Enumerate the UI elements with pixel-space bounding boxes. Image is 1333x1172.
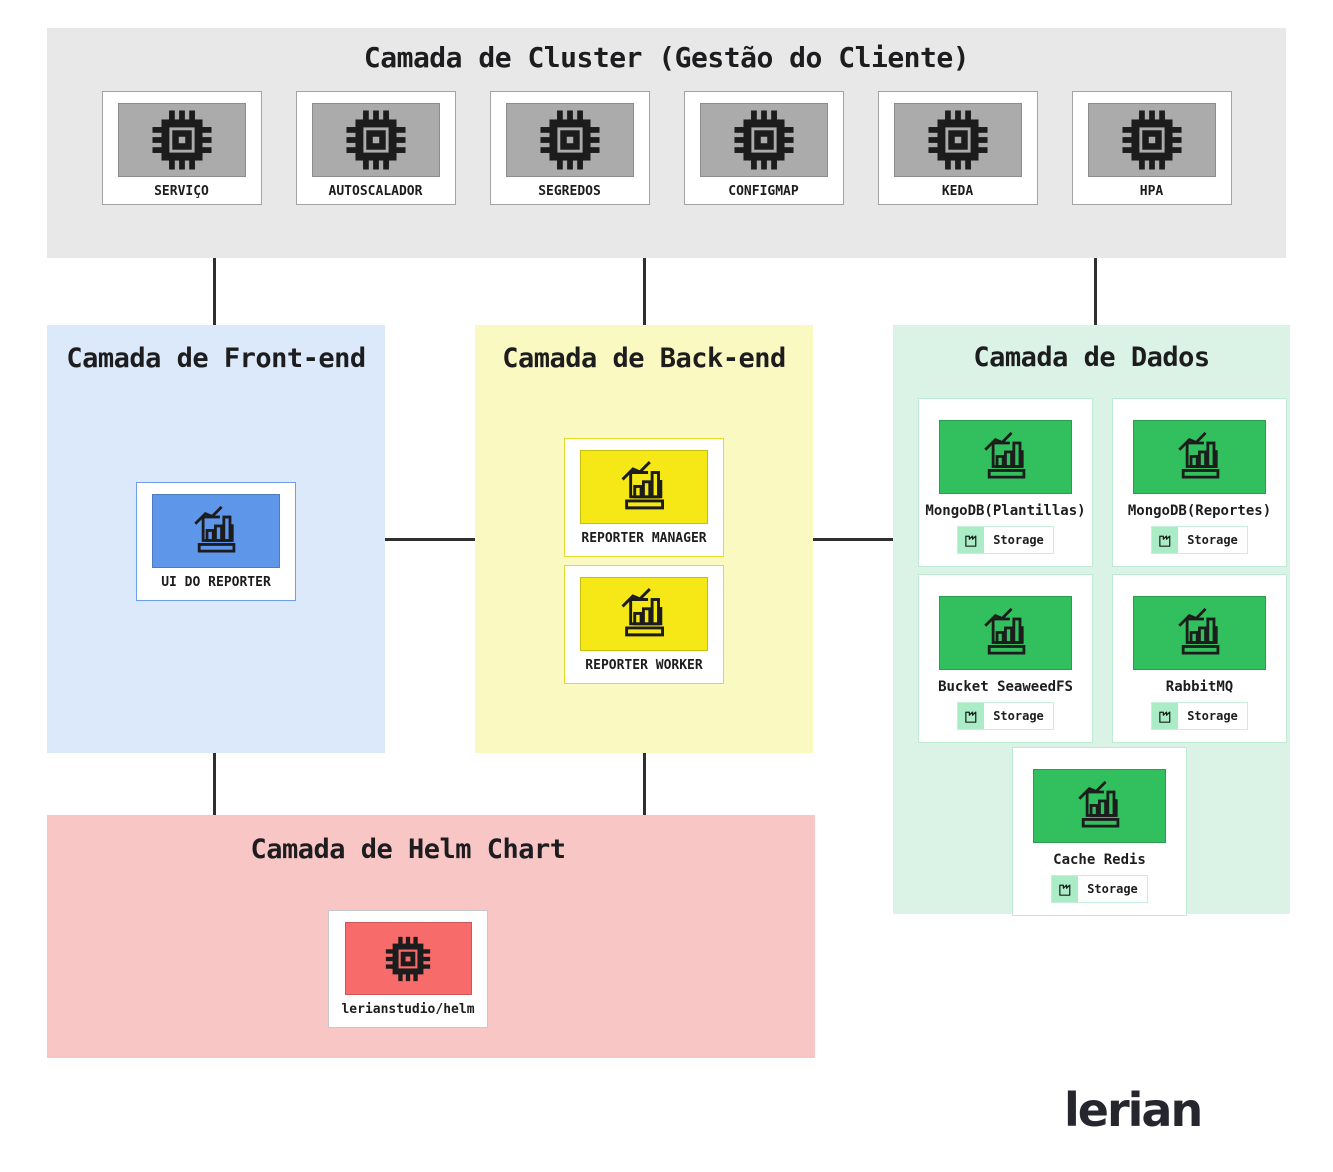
report-chart-icon xyxy=(1133,420,1266,494)
storage-badge-label: Storage xyxy=(993,533,1044,547)
report-chart-icon xyxy=(1033,769,1166,843)
layer-backend: Camada de Back-end REPORTER MANAGER REPO… xyxy=(475,325,813,753)
report-chart-icon xyxy=(152,494,280,568)
cluster-node-servico: SERVIÇO xyxy=(101,91,262,205)
layer-helm: Camada de Helm Chart lerianstudio/helm xyxy=(47,815,815,1058)
data-node-bucket-seaweedfs: Bucket SeaweedFS Storage xyxy=(918,574,1093,743)
backend-node-reporter-worker: REPORTER WORKER xyxy=(564,565,724,684)
chip-icon xyxy=(344,922,472,995)
cluster-node-configmap: CONFIGMAP xyxy=(683,91,844,205)
data-layer-title: Camada de Dados xyxy=(973,342,1210,373)
storage-icon xyxy=(1152,527,1179,553)
helm-node-lerianstudio-helm: lerianstudio/helm xyxy=(328,910,488,1028)
backend-node-label: REPORTER WORKER xyxy=(585,658,703,673)
connector-cluster-frontend xyxy=(213,258,216,325)
data-node-rabbitmq: RabbitMQ Storage xyxy=(1112,574,1287,743)
storage-icon xyxy=(1152,703,1179,729)
chip-icon xyxy=(893,103,1022,177)
storage-badge: Storage xyxy=(1151,702,1248,730)
cluster-node-label: SEGREDOS xyxy=(538,184,601,199)
data-node-cache-redis: Cache Redis Storage xyxy=(1012,747,1187,916)
cluster-node-row: SERVIÇO AUTOSCALADOR SEGREDOS CONFIGMAP … xyxy=(47,91,1286,205)
connector-frontend-backend xyxy=(385,538,475,541)
cluster-node-label: CONFIGMAP xyxy=(728,184,799,199)
frontend-layer-title: Camada de Front-end xyxy=(66,343,366,374)
connector-backend-data xyxy=(813,538,893,541)
data-node-mongodb-reportes: MongoDB(Reportes) Storage xyxy=(1112,398,1287,567)
data-node-label: RabbitMQ xyxy=(1165,679,1234,695)
storage-badge: Storage xyxy=(957,702,1054,730)
frontend-node-ui-do-reporter: UI DO REPORTER xyxy=(136,482,296,601)
report-chart-icon xyxy=(580,450,708,524)
report-chart-icon xyxy=(939,596,1072,670)
backend-layer-title: Camada de Back-end xyxy=(502,343,786,374)
storage-badge-label: Storage xyxy=(1087,882,1138,896)
data-node-label: MongoDB(Plantillas) xyxy=(925,503,1086,519)
helm-layer-title: Camada de Helm Chart xyxy=(250,834,566,865)
storage-badge-label: Storage xyxy=(1187,709,1238,723)
cluster-node-label: SERVIÇO xyxy=(154,184,209,199)
chip-icon xyxy=(117,103,246,177)
helm-node-label: lerianstudio/helm xyxy=(341,1002,475,1017)
chip-icon xyxy=(699,103,828,177)
cluster-node-label: HPA xyxy=(1139,184,1164,199)
data-node-label: Cache Redis xyxy=(1053,852,1146,868)
cluster-node-keda: KEDA xyxy=(877,91,1038,205)
cluster-layer-title: Camada de Cluster (Gestão do Cliente) xyxy=(363,41,970,74)
chip-icon xyxy=(311,103,440,177)
report-chart-icon xyxy=(580,577,708,651)
connector-frontend-helm xyxy=(213,753,216,815)
connector-backend-helm xyxy=(643,753,646,815)
data-node-mongodb-plantillas: MongoDB(Plantillas) Storage xyxy=(918,398,1093,567)
storage-badge-label: Storage xyxy=(1187,533,1238,547)
storage-badge: Storage xyxy=(957,526,1054,554)
lerian-logo: lerian xyxy=(1064,1083,1203,1137)
cluster-node-label: AUTOSCALADOR xyxy=(328,184,423,199)
backend-node-label: REPORTER MANAGER xyxy=(581,531,707,546)
backend-node-reporter-manager: REPORTER MANAGER xyxy=(564,438,724,557)
storage-badge: Storage xyxy=(1151,526,1248,554)
report-chart-icon xyxy=(939,420,1072,494)
cluster-node-hpa: HPA xyxy=(1071,91,1232,205)
storage-icon xyxy=(1052,876,1079,902)
data-node-label: MongoDB(Reportes) xyxy=(1127,503,1272,519)
data-node-label: Bucket SeaweedFS xyxy=(938,679,1073,695)
connector-cluster-backend xyxy=(643,258,646,325)
report-chart-icon xyxy=(1133,596,1266,670)
cluster-node-label: KEDA xyxy=(941,184,974,199)
storage-badge: Storage xyxy=(1051,875,1148,903)
storage-icon xyxy=(958,527,985,553)
connector-cluster-data xyxy=(1094,258,1097,325)
chip-icon xyxy=(505,103,634,177)
cluster-node-autoscalador: AUTOSCALADOR xyxy=(295,91,456,205)
chip-icon xyxy=(1087,103,1216,177)
frontend-node-label: UI DO REPORTER xyxy=(161,575,271,590)
layer-data: Camada de Dados MongoDB(Plantillas) Stor… xyxy=(893,325,1290,916)
layer-cluster: Camada de Cluster (Gestão do Cliente) SE… xyxy=(47,28,1286,258)
storage-badge-label: Storage xyxy=(993,709,1044,723)
cluster-node-segredos: SEGREDOS xyxy=(489,91,650,205)
storage-icon xyxy=(958,703,985,729)
layer-frontend: Camada de Front-end UI DO REPORTER xyxy=(47,325,385,753)
